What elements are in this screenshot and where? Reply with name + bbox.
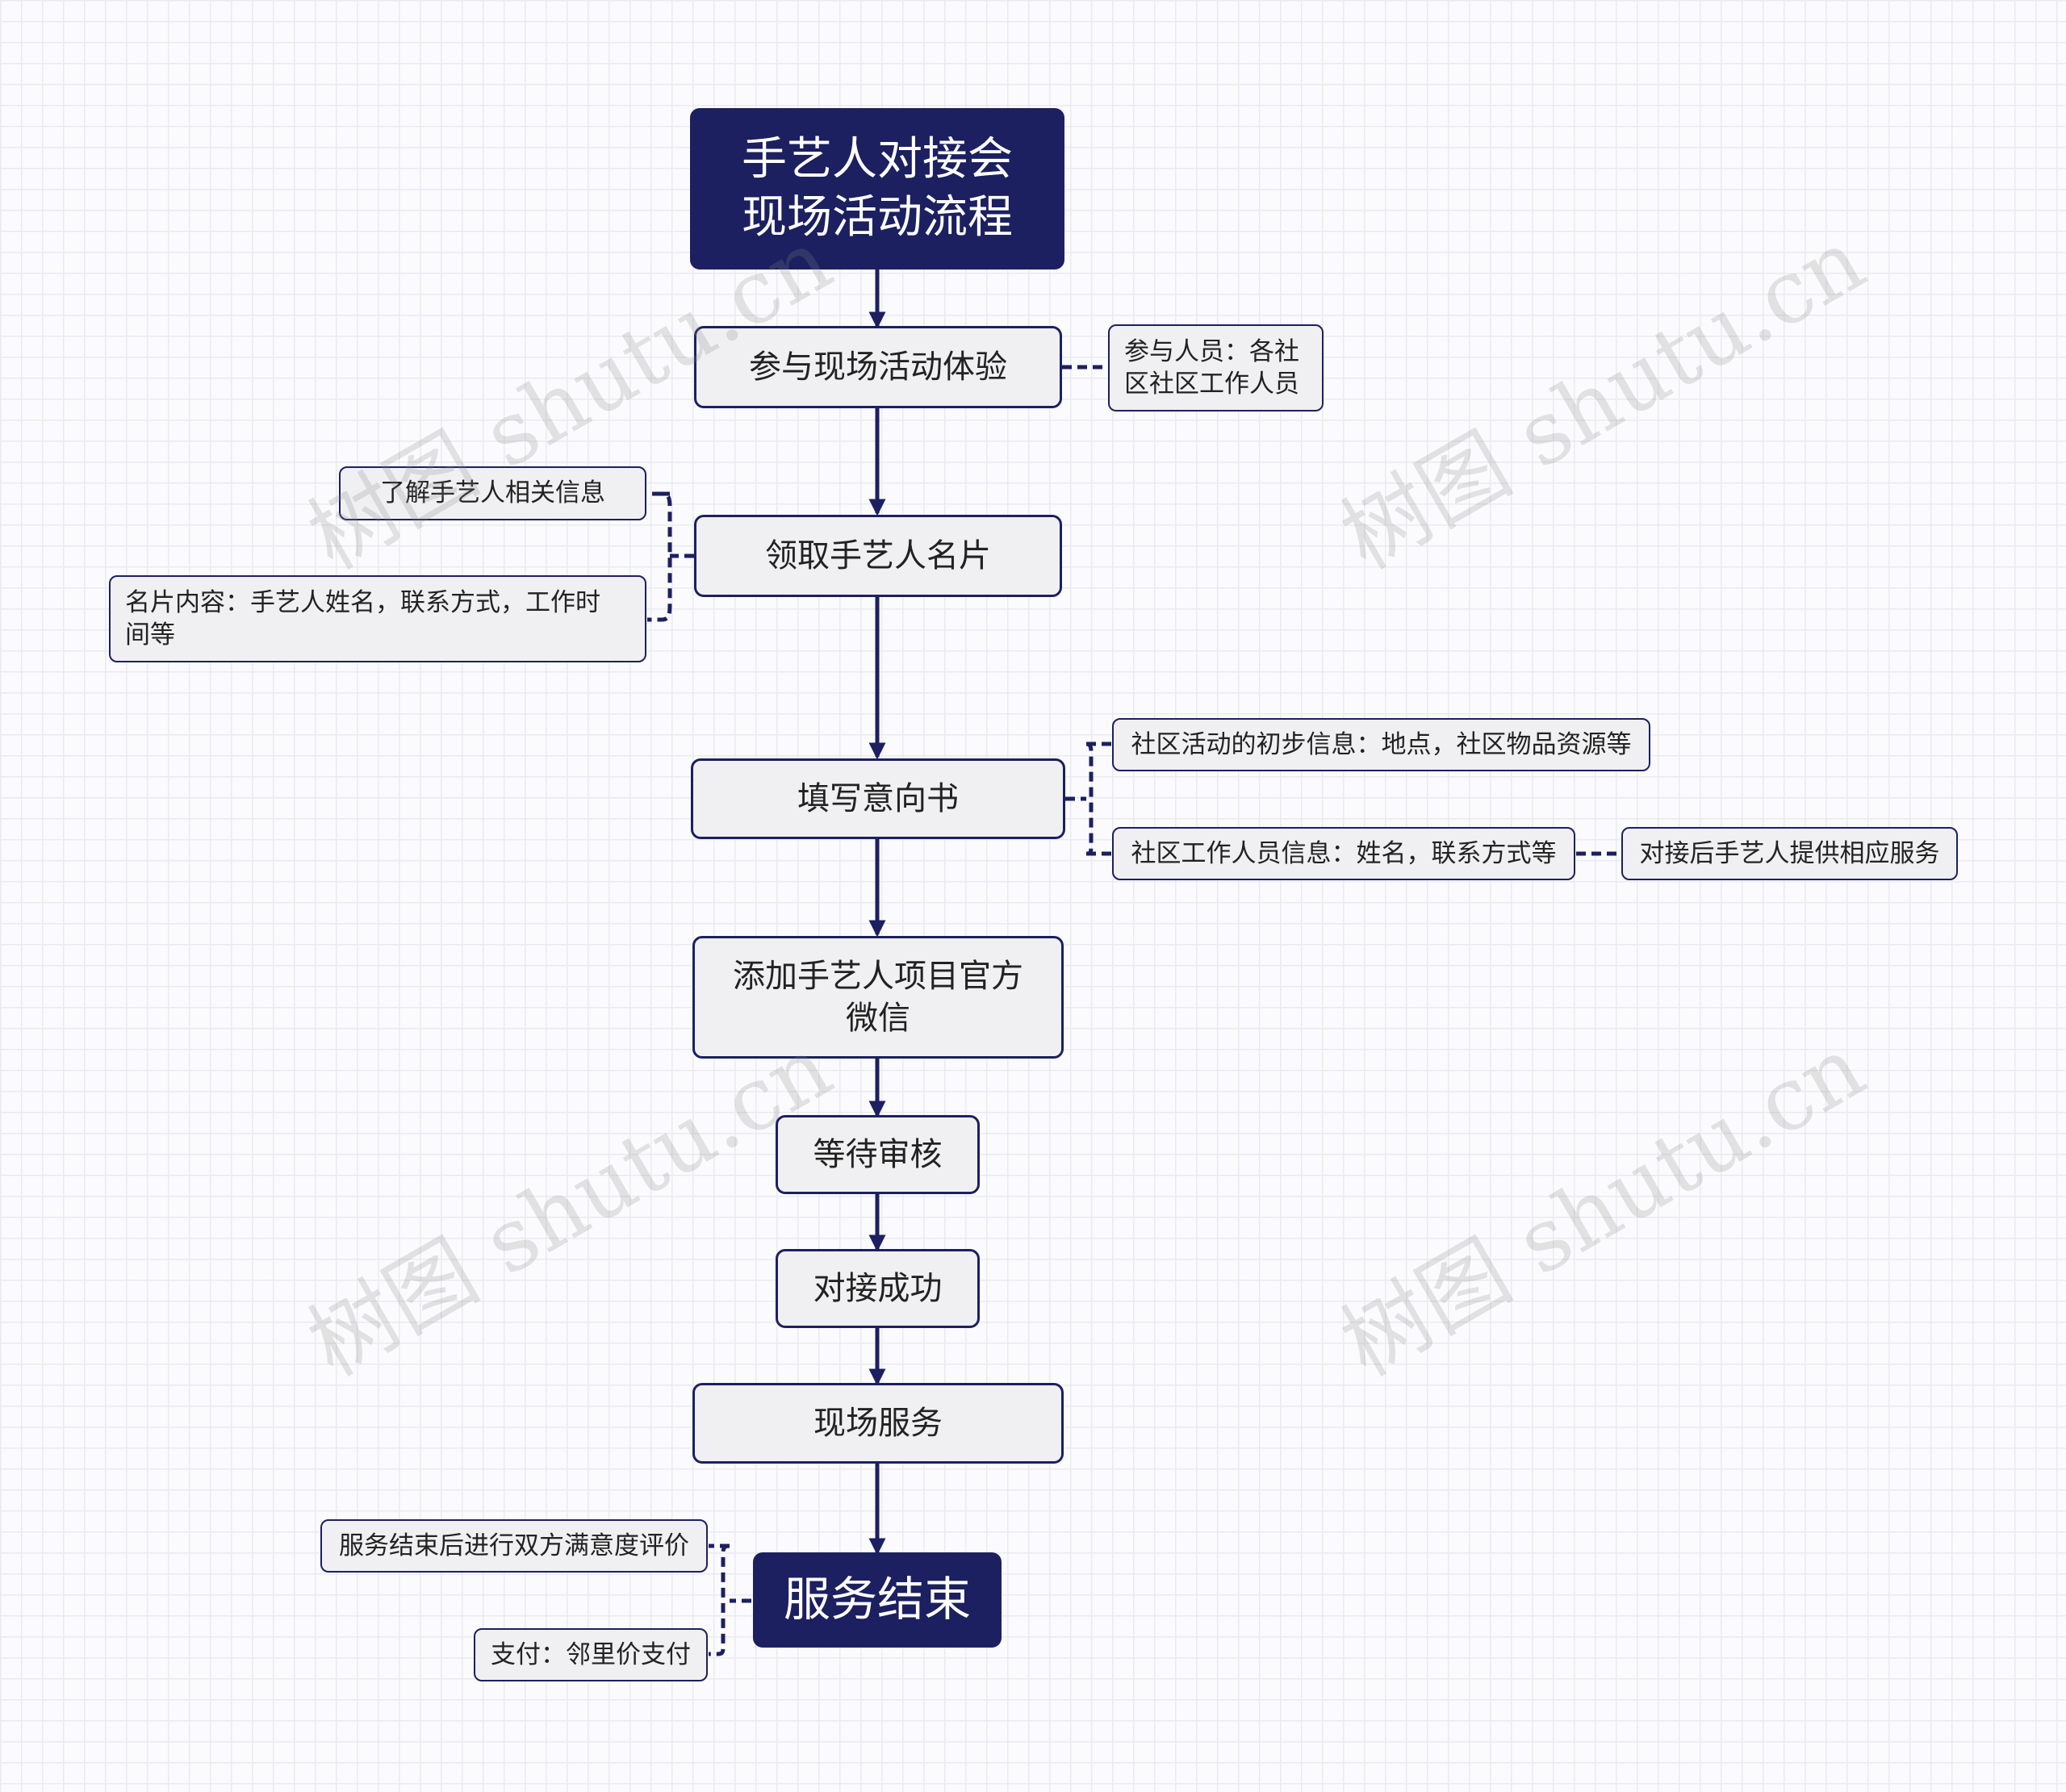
dash-card-to-notes [647,491,694,622]
end-node[interactable]: 服务结束 [753,1552,1002,1648]
note-staff-info[interactable]: 社区工作人员信息：姓名，联系方式等 [1112,827,1575,880]
step-wait-review[interactable]: 等待审核 [776,1115,980,1194]
dash-end-to-notes [709,1543,751,1656]
step-add-wechat[interactable]: 添加手艺人项目官方 微信 [692,936,1064,1059]
note-community-info[interactable]: 社区活动的初步信息：地点，社区物品资源等 [1112,718,1650,771]
step-participate[interactable]: 参与现场活动体验 [694,326,1062,408]
step-match-success[interactable]: 对接成功 [776,1249,980,1328]
note-participants[interactable]: 参与人员：各社 区社区工作人员 [1108,324,1324,411]
note-provide-service[interactable]: 对接后手艺人提供相应服务 [1621,827,1958,880]
step-onsite-service[interactable]: 现场服务 [692,1383,1064,1464]
note-card-content[interactable]: 名片内容：手艺人姓名，联系方式，工作时 间等 [109,575,646,662]
note-payment[interactable]: 支付：邻里价支付 [474,1628,708,1681]
dash-intent-to-notes [1065,741,1112,856]
note-learn-info[interactable]: 了解手艺人相关信息 [339,466,646,520]
root-node[interactable]: 手艺人对接会 现场活动流程 [690,108,1064,269]
step-get-card[interactable]: 领取手艺人名片 [694,515,1062,597]
step-fill-intent[interactable]: 填写意向书 [691,758,1065,839]
note-evaluation[interactable]: 服务结束后进行双方满意度评价 [320,1519,708,1573]
